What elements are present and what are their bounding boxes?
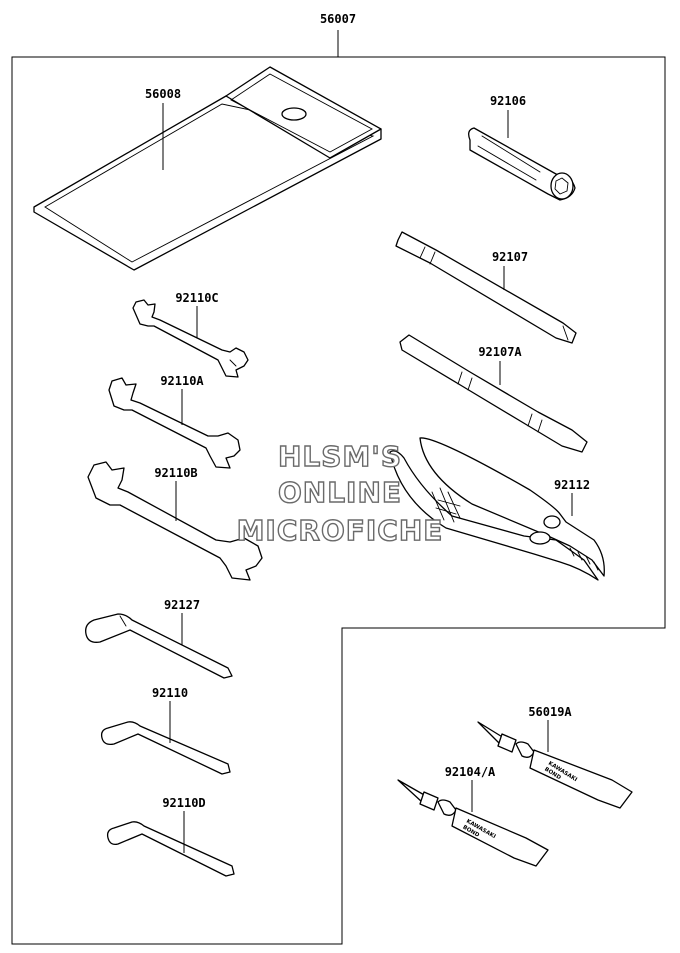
watermark-line-3: MICROFICHE <box>237 514 444 547</box>
plug-wrench[interactable] <box>468 127 576 201</box>
label-assembly[interactable]: 56007 <box>320 12 356 26</box>
tool-case[interactable] <box>33 66 382 271</box>
hex-wrench-small[interactable] <box>106 821 235 877</box>
watermark-line-1: HLSM'S <box>278 440 402 473</box>
label-hex-small[interactable]: 92110D <box>162 796 205 810</box>
bond-tube-upper[interactable]: KAWASAKI BOND <box>477 721 633 809</box>
hex-wrench-medium[interactable] <box>100 721 231 775</box>
wrench-small[interactable] <box>132 299 249 378</box>
label-hex-large[interactable]: 92127 <box>164 598 200 612</box>
label-wrench-large[interactable]: 92110B <box>154 466 197 480</box>
label-wrench-small[interactable]: 92110C <box>175 291 218 305</box>
wrench-large[interactable] <box>87 461 263 581</box>
screwdriver-shaft[interactable] <box>395 231 577 344</box>
hex-wrench-large[interactable] <box>85 613 233 679</box>
label-bond-lower[interactable]: 92104/A <box>445 765 496 779</box>
label-case[interactable]: 56008 <box>145 87 181 101</box>
label-bond-upper[interactable]: 56019A <box>528 705 572 719</box>
pliers[interactable] <box>389 437 605 581</box>
screwdriver-double[interactable] <box>399 334 588 453</box>
label-pliers[interactable]: 92112 <box>554 478 590 492</box>
assembly-outline <box>11 56 666 945</box>
wrench-medium[interactable] <box>108 377 241 469</box>
watermark-line-2: ONLINE <box>278 476 402 509</box>
label-wrench-medium[interactable]: 92110A <box>160 374 204 388</box>
label-hex-medium[interactable]: 92110 <box>152 686 188 700</box>
label-screwdriver-shaft[interactable]: 92107 <box>492 250 528 264</box>
label-screwdriver-double[interactable]: 92107A <box>478 345 522 359</box>
label-plug-wrench[interactable]: 92106 <box>490 94 526 108</box>
bond-tube-lower[interactable]: KAWASAKI BOND <box>397 779 549 867</box>
